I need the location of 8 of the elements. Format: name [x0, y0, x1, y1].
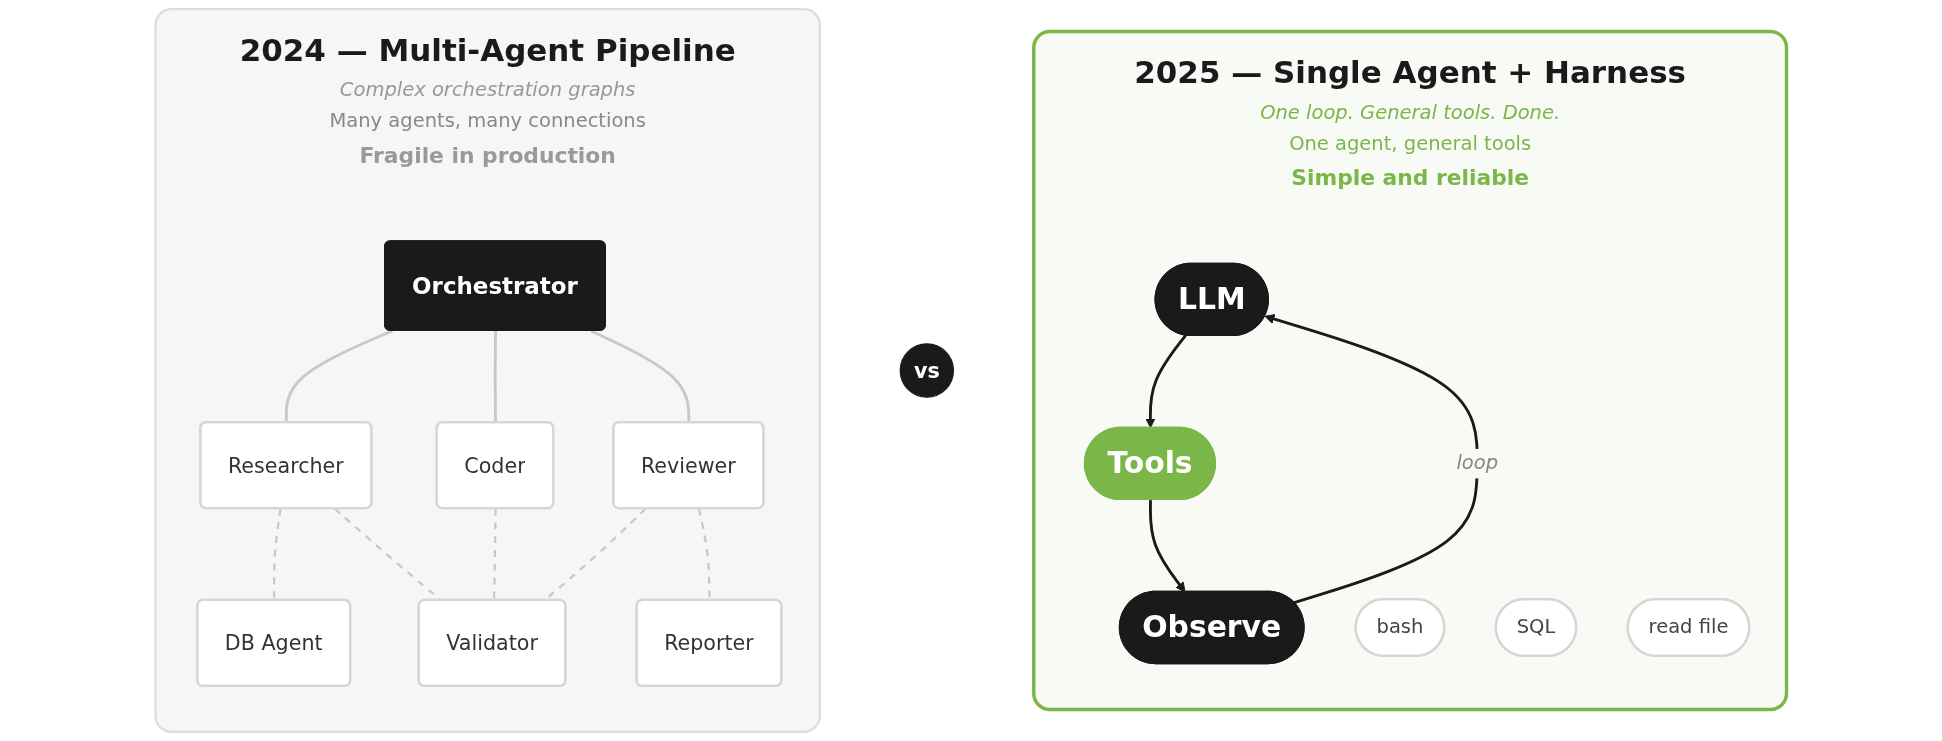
connector [590, 329, 691, 423]
arrow [1264, 314, 1479, 605]
connector [284, 329, 393, 423]
arrow [1148, 500, 1186, 593]
node-circle: vs [899, 343, 955, 398]
arrow [1145, 334, 1187, 429]
connector [493, 330, 497, 423]
edge-label: loop [1456, 451, 1499, 475]
